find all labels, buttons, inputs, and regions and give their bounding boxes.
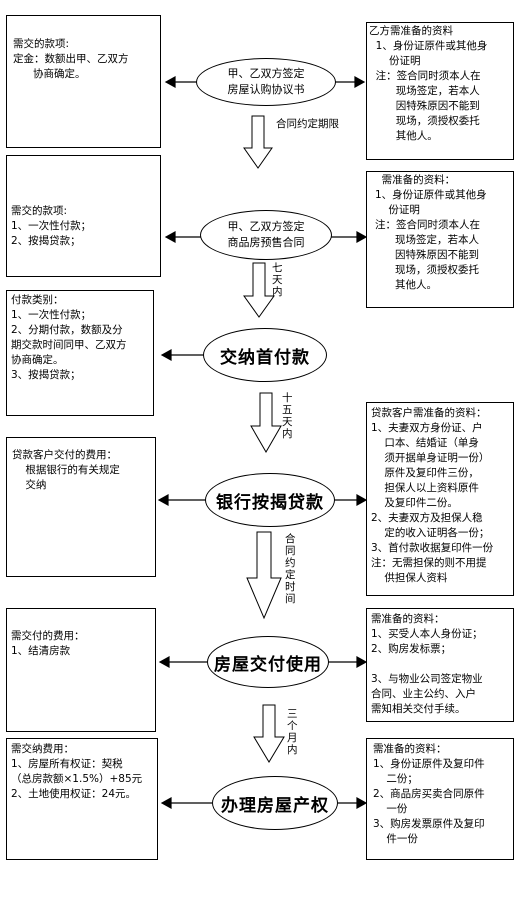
step4-ellipse: 银行按揭贷款 bbox=[205, 473, 335, 527]
step2-left-text: 需交的款项: 1、一次性付款； 2、按揭贷款； bbox=[11, 205, 92, 247]
step1-left-box: 需交的款项: 定金：数额出甲、乙双方 协商确定。 bbox=[6, 15, 161, 148]
left-arrow-head-3 bbox=[160, 348, 172, 362]
step5-ellipse: 房屋交付使用 bbox=[207, 636, 329, 688]
step2-ellipse: 甲、乙双方签定 商品房预售合同 bbox=[200, 210, 332, 260]
right-arrow-head-6 bbox=[356, 796, 368, 810]
step1-right-text: 乙方需准备的资料 1、身份证原件或其他身 份证明 注：签合同时须本人在 现场签定… bbox=[369, 25, 488, 142]
step1-arrow-label: 合同约定期限 bbox=[276, 118, 339, 130]
step1-ellipse: 甲、乙双方签定 房屋认购协议书 bbox=[196, 58, 336, 106]
step4-left-text: 贷款客户交付的费用： 根据银行的有关规定 交纳 bbox=[12, 449, 120, 491]
step2-arrow-label: 七 天 内 bbox=[272, 262, 283, 298]
step6-right-box: 需准备的资料： 1、身份证原件及复印件 二份； 2、商品房买卖合同原件 一份 3… bbox=[366, 738, 514, 860]
step4-right-text: 贷款客户需准备的资料： 1、夫妻双方身份证、户 口本、结婚证（单身 须开据单身证… bbox=[371, 407, 494, 584]
step4-left-box: 贷款客户交付的费用： 根据银行的有关规定 交纳 bbox=[6, 437, 156, 577]
step1-right-box: 乙方需准备的资料 1、身份证原件或其他身 份证明 注：签合同时须本人在 现场签定… bbox=[366, 22, 514, 160]
step6-ellipse: 办理房屋产权 bbox=[212, 776, 338, 830]
left-arrow-head-5 bbox=[158, 655, 170, 669]
left-arrow-head-4 bbox=[157, 493, 169, 507]
step5-right-text: 需准备的资料： 1、买受人本人身份证； 2、购房发标票； 3、与物业公司签定物业… bbox=[371, 613, 483, 715]
step5-left-text: 需交付的费用： 1、结清房款 bbox=[11, 630, 85, 657]
down-arrow-5 bbox=[253, 704, 285, 763]
step1-left-text: 需交的款项: 定金：数额出甲、乙双方 协商确定。 bbox=[13, 38, 129, 80]
right-arrow-head-2 bbox=[356, 230, 368, 244]
down-arrow-3 bbox=[250, 392, 282, 454]
step3-left-text: 付款类别： 1、一次性付款； 2、分期付款，数额及分 期交款时间同甲、乙双方 协… bbox=[11, 294, 127, 381]
down-arrow-4 bbox=[246, 531, 282, 620]
down-arrow-2 bbox=[243, 262, 275, 318]
step2-right-text: 需准备的资料： 1、身份证原件或其他身 份证明 注：签合同时须本人在 现场签定，… bbox=[375, 174, 487, 291]
right-arrow-head-4 bbox=[356, 493, 368, 507]
right-arrow-head-1 bbox=[354, 75, 366, 89]
step5-right-box: 需准备的资料： 1、买受人本人身份证； 2、购房发标票； 3、与物业公司签定物业… bbox=[366, 608, 514, 722]
step2-right-box: 需准备的资料： 1、身份证原件或其他身 份证明 注：签合同时须本人在 现场签定，… bbox=[366, 171, 514, 308]
left-arrow-head-1 bbox=[164, 75, 176, 89]
step3-ellipse: 交纳首付款 bbox=[203, 328, 327, 382]
step5-arrow-label: 三 个 月 内 bbox=[287, 708, 298, 756]
left-arrow-head-6 bbox=[160, 796, 172, 810]
left-arrow-head-2 bbox=[164, 230, 176, 244]
down-arrow-1 bbox=[243, 115, 273, 169]
step3-arrow-label: 十 五 天 内 bbox=[282, 392, 293, 440]
step6-left-text: 需交纳费用： 1、房屋所有权证：契税 （总房款额×1.5%）+85元 2、土地使… bbox=[11, 743, 143, 800]
step5-left-box: 需交付的费用： 1、结清房款 bbox=[6, 608, 156, 732]
step6-left-box: 需交纳费用： 1、房屋所有权证：契税 （总房款额×1.5%）+85元 2、土地使… bbox=[6, 738, 158, 860]
step6-right-text: 需准备的资料： 1、身份证原件及复印件 二份； 2、商品房买卖合同原件 一份 3… bbox=[373, 743, 485, 845]
step4-arrow-label: 合 同 约 定 时 间 bbox=[285, 533, 296, 605]
right-arrow-head-5 bbox=[356, 655, 368, 669]
step3-left-box: 付款类别： 1、一次性付款； 2、分期付款，数额及分 期交款时间同甲、乙双方 协… bbox=[6, 290, 154, 416]
step4-right-box: 贷款客户需准备的资料： 1、夫妻双方身份证、户 口本、结婚证（单身 须开据单身证… bbox=[366, 402, 514, 596]
step2-left-box: 需交的款项: 1、一次性付款； 2、按揭贷款； bbox=[6, 155, 161, 277]
